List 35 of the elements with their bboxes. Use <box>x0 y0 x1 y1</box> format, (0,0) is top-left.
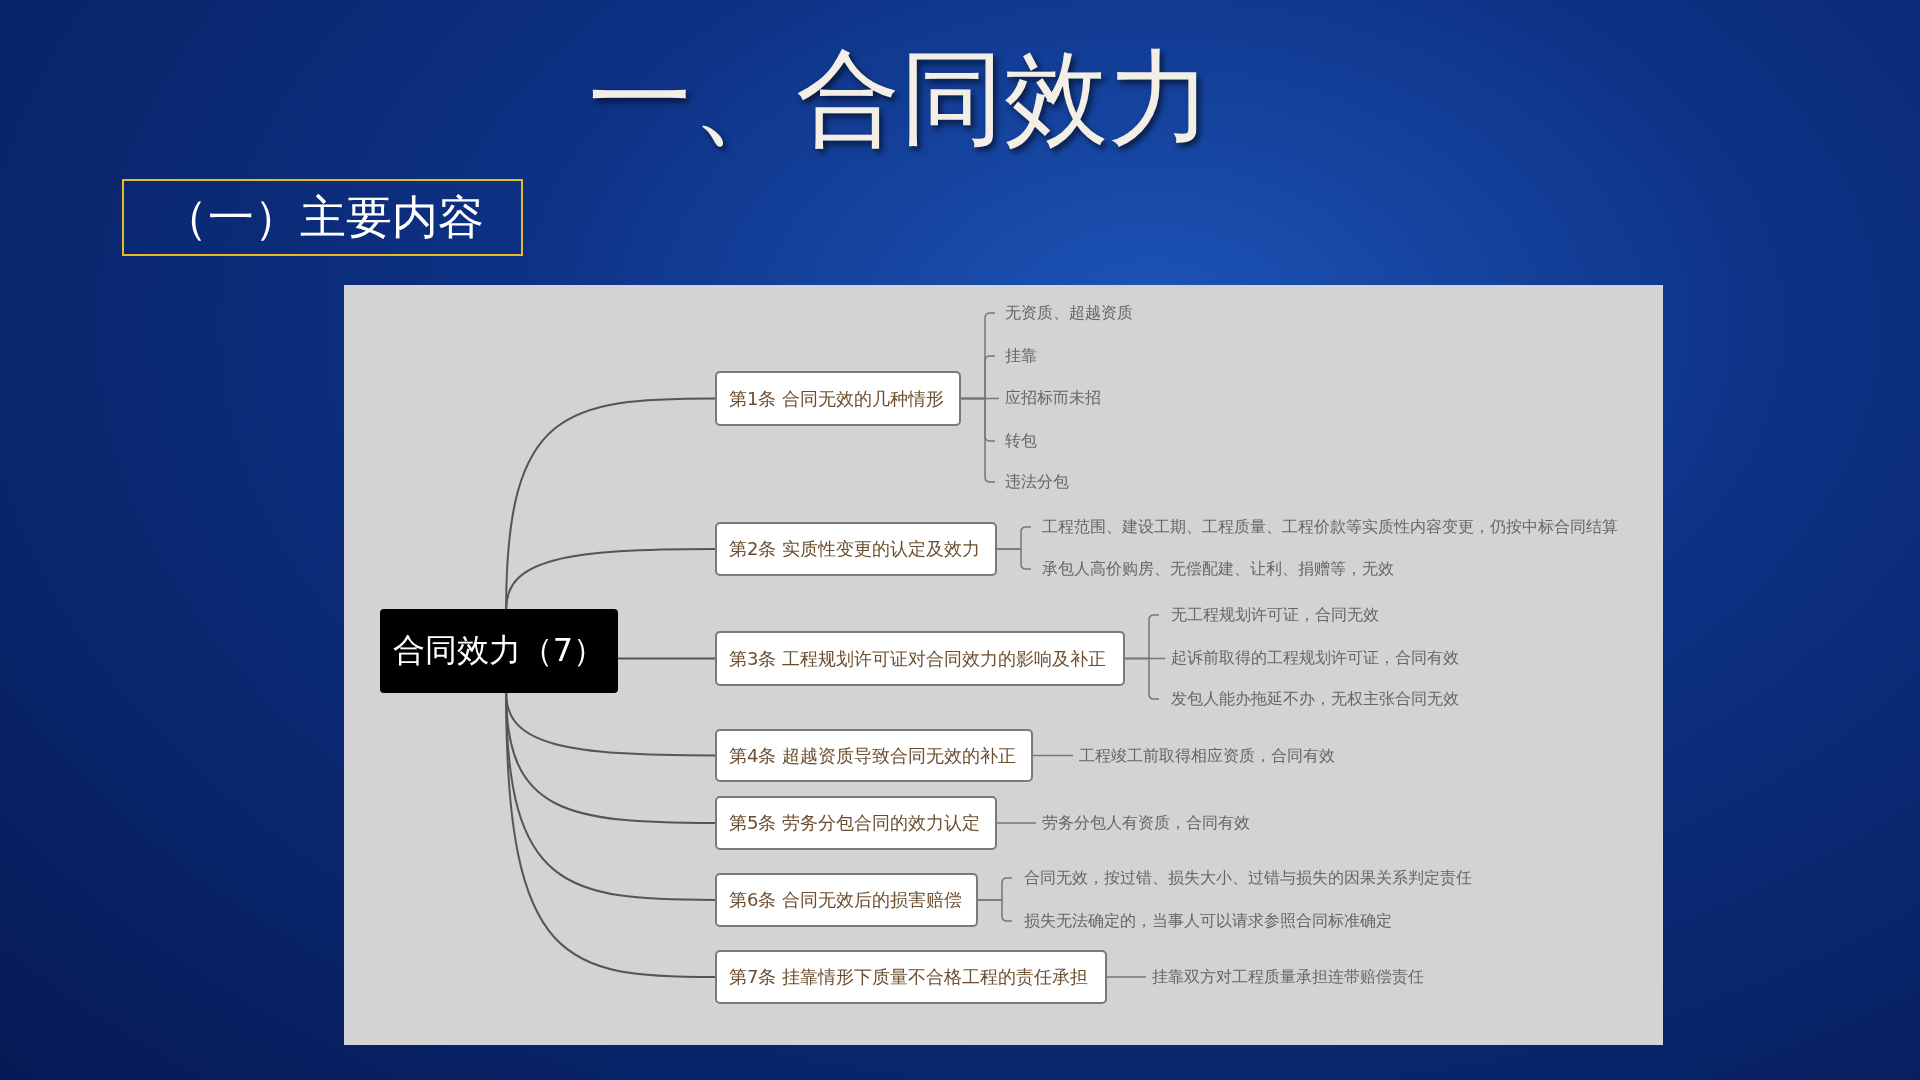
bracket-line <box>996 548 1032 570</box>
article-box: 第2条 实质性变更的认定及效力 <box>715 522 997 576</box>
bracket-line <box>996 822 1037 824</box>
article-box: 第5条 劳务分包合同的效力认定 <box>715 796 997 850</box>
article-box: 第1条 合同无效的几种情形 <box>715 371 961 426</box>
slide-title: 一、合同效力 <box>587 36 1213 161</box>
leaf-text: 应招标而未招 <box>1005 386 1101 410</box>
leaf-text: 起诉前取得的工程规划许可证，合同有效 <box>1171 646 1459 670</box>
leaf-text: 挂靠 <box>1005 344 1037 368</box>
branch-line <box>505 692 716 978</box>
bracket-line <box>1106 976 1147 978</box>
leaf-text: 转包 <box>1005 429 1037 453</box>
bracket-line <box>977 899 1013 922</box>
bracket-line <box>1032 754 1074 757</box>
article-box: 第3条 工程规划许可证对合同效力的影响及补正 <box>715 631 1125 686</box>
branch-line <box>617 657 716 660</box>
bracket-line <box>960 397 996 483</box>
bracket-line <box>1124 657 1160 700</box>
leaf-text: 无工程规划许可证，合同无效 <box>1171 603 1379 627</box>
leaf-text: 损失无法确定的，当事人可以请求参照合同标准确定 <box>1024 909 1392 933</box>
leaf-text: 劳务分包人有资质，合同有效 <box>1042 811 1250 835</box>
leaf-text: 工程范围、建设工期、工程质量、工程价款等实质性内容变更，仍按中标合同结算 <box>1042 515 1618 539</box>
article-box: 第7条 挂靠情形下质量不合格工程的责任承担 <box>715 950 1107 1004</box>
leaf-text: 承包人高价购房、无偿配建、让利、捐赠等，无效 <box>1042 557 1394 581</box>
section-heading-box: （一）主要内容 <box>122 179 523 256</box>
leaf-text: 合同无效，按过错、损失大小、过错与损失的因果关系判定责任 <box>1024 866 1472 890</box>
leaf-text: 发包人能办拖延不办，无权主张合同无效 <box>1171 687 1459 711</box>
leaf-text: 违法分包 <box>1005 470 1069 494</box>
branch-line <box>505 548 716 610</box>
leaf-text: 工程竣工前取得相应资质，合同有效 <box>1079 744 1335 768</box>
root-topic-box: 合同效力（7） <box>380 609 618 693</box>
article-box: 第6条 合同无效后的损害赔偿 <box>715 873 978 927</box>
leaf-text: 无资质、超越资质 <box>1005 301 1133 325</box>
leaf-text: 挂靠双方对工程质量承担连带赔偿责任 <box>1152 965 1424 989</box>
article-box: 第4条 超越资质导致合同无效的补正 <box>715 729 1033 782</box>
